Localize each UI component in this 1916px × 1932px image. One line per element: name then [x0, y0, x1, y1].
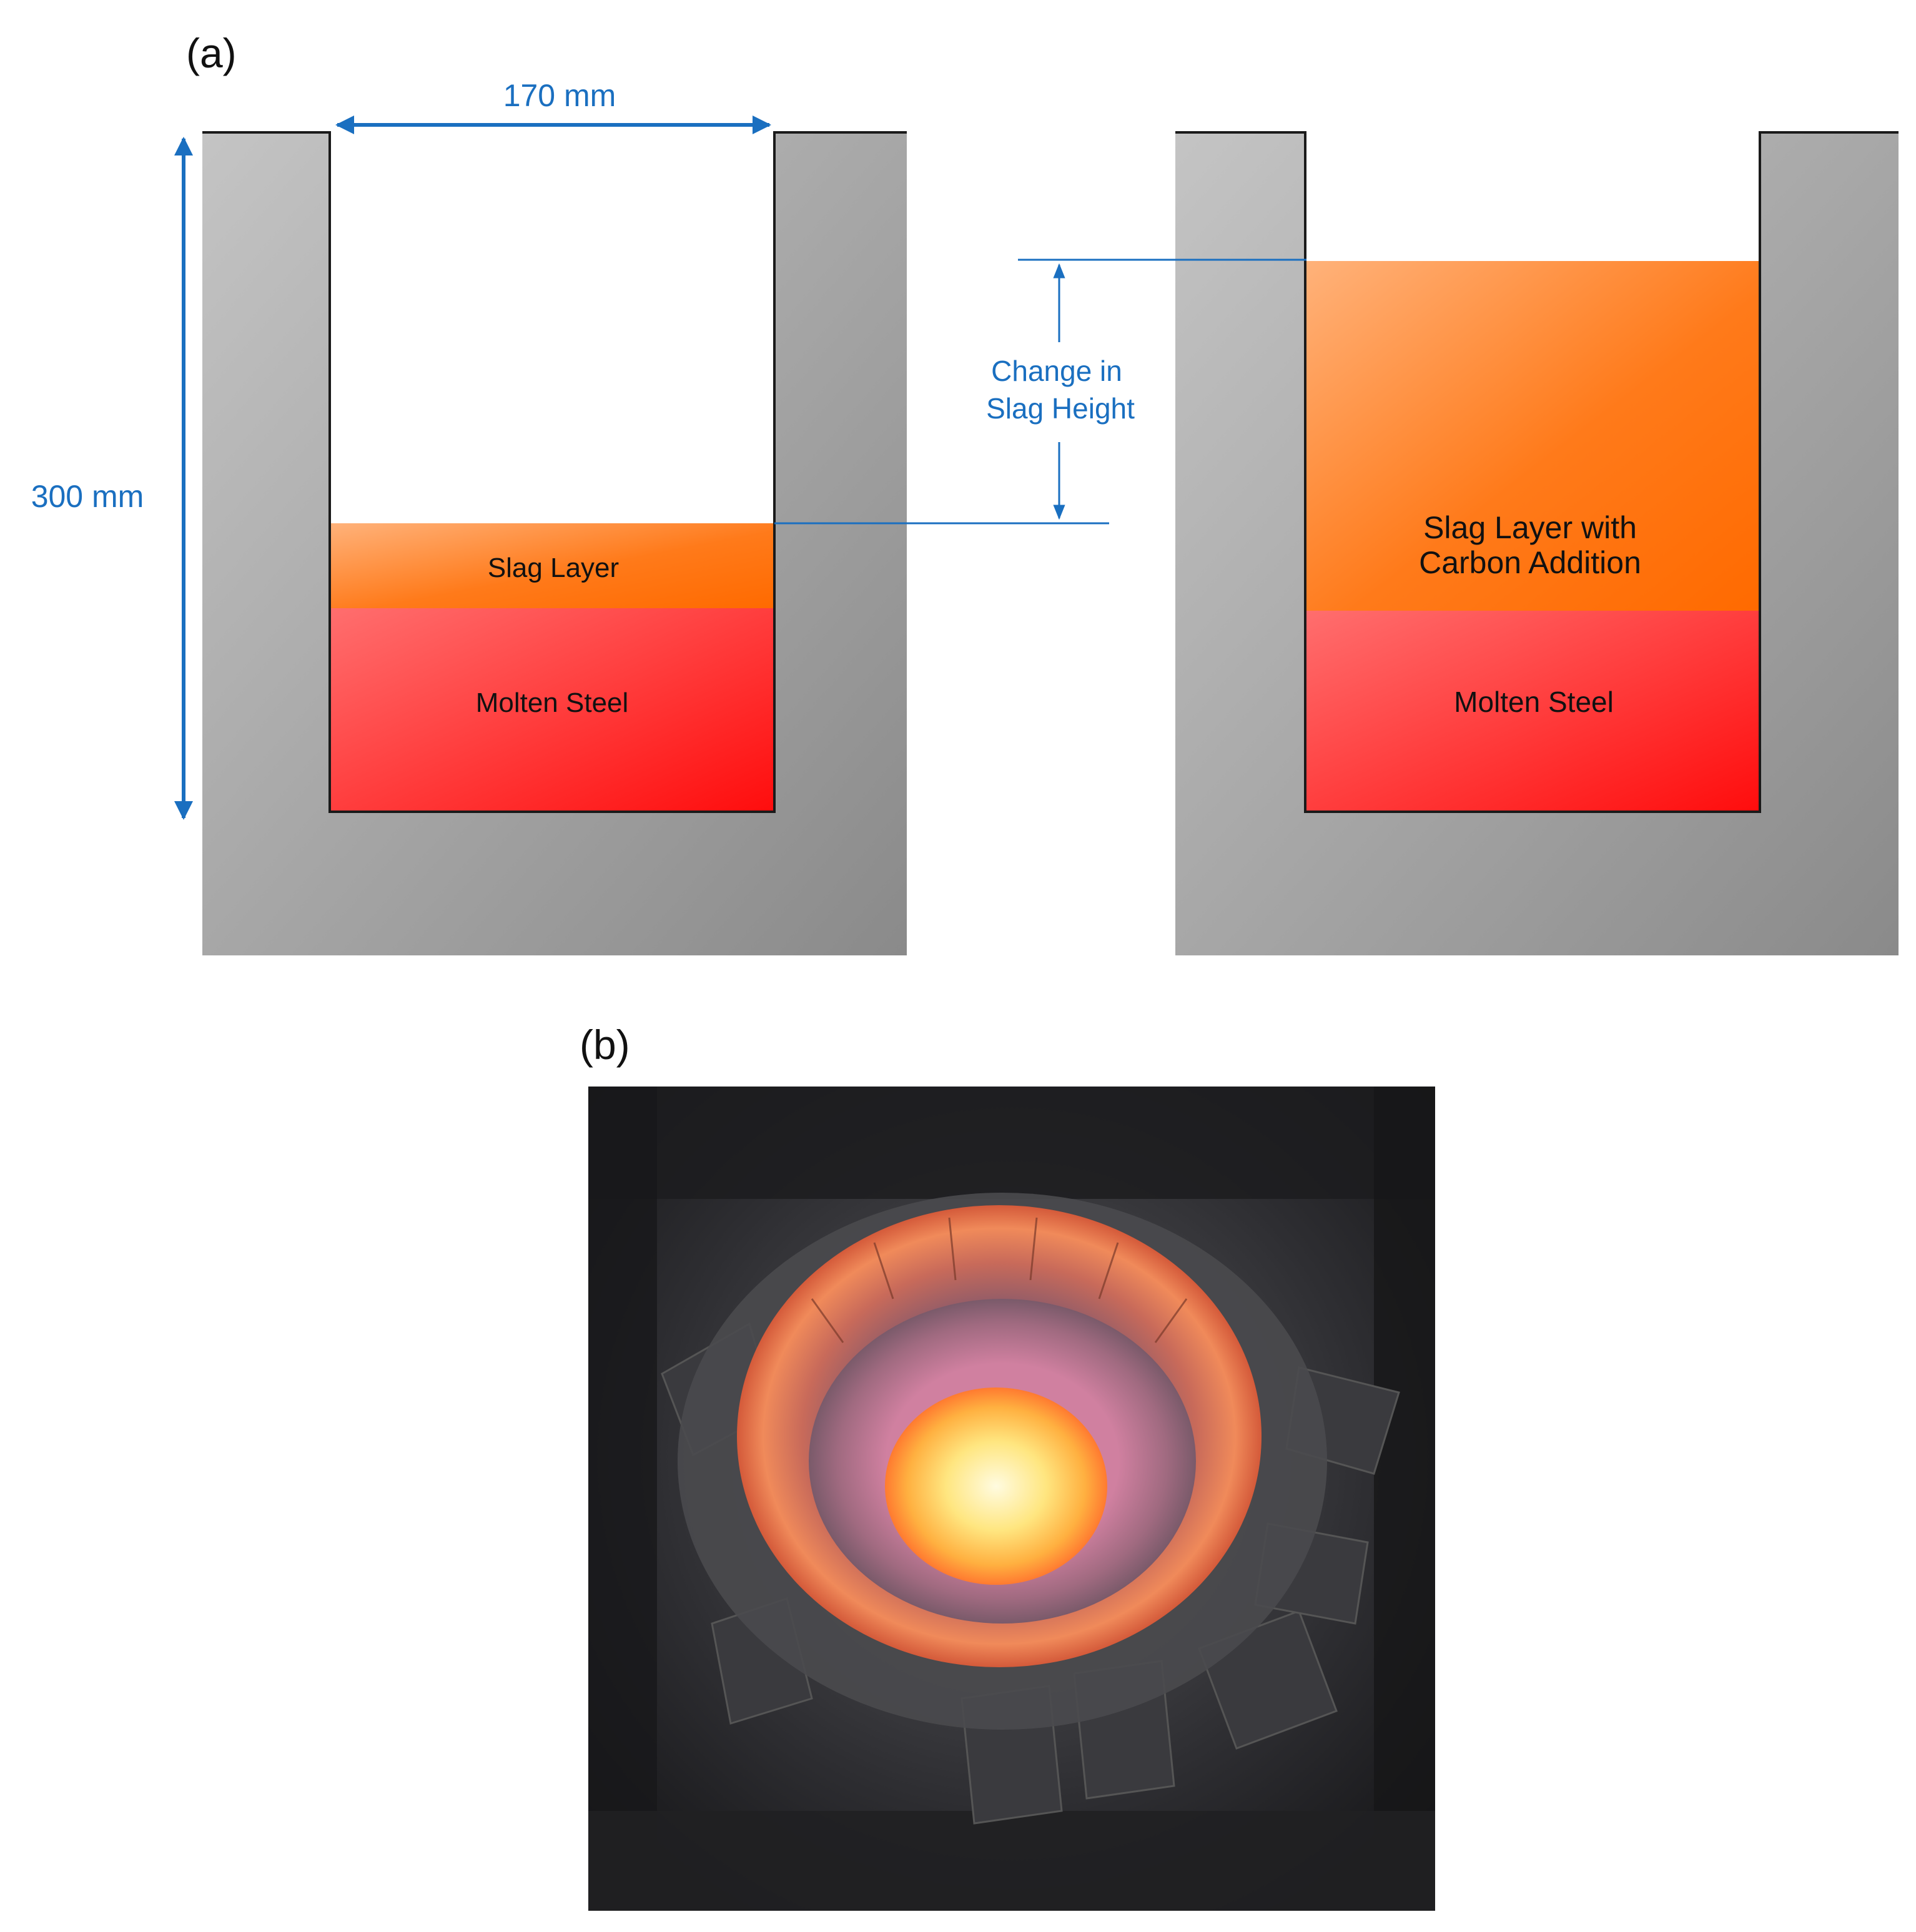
- slag-height-change-indicator: Change in Slag Height: [774, 259, 1306, 525]
- right-crucible-wall: [1175, 131, 1899, 955]
- left-crucible-outline: [202, 131, 907, 813]
- right-slag-label-line1: Slag Layer with: [1423, 510, 1637, 545]
- left-crucible-wall: [202, 131, 907, 955]
- photo-bottom-grate: [588, 1811, 1435, 1911]
- change-label-line1: Change in: [991, 355, 1122, 387]
- right-molten-steel: [1306, 611, 1759, 811]
- panel-a-label: (a): [186, 30, 237, 76]
- rim-segment-lines: [811, 1217, 1188, 1343]
- right-slag-label-line2: Carbon Addition: [1419, 545, 1641, 580]
- right-steel-label: Molten Steel: [1454, 686, 1614, 718]
- molten-metal-glow: [885, 1387, 1107, 1585]
- right-slag-layer: [1306, 261, 1759, 611]
- width-label: 170 mm: [503, 78, 616, 113]
- photo-top-shadow: [588, 1087, 1435, 1199]
- left-molten-steel: [331, 608, 773, 811]
- left-steel-label: Molten Steel: [476, 688, 629, 718]
- right-crucible: Slag Layer with Carbon Addition Molten S…: [1175, 131, 1899, 955]
- panel-b-label: (b): [580, 1022, 630, 1068]
- change-label-line2: Slag Height: [986, 392, 1135, 425]
- height-label: 300 mm: [31, 479, 144, 514]
- photo-right-shadow: [1374, 1087, 1435, 1911]
- right-crucible-outline: [1175, 131, 1899, 813]
- left-slag-layer: [331, 523, 773, 608]
- left-slag-label: Slag Layer: [488, 553, 619, 583]
- photo-left-shadow: [588, 1087, 657, 1911]
- furnace-photograph: [588, 1087, 1435, 1911]
- left-crucible: Slag Layer Molten Steel: [202, 131, 907, 955]
